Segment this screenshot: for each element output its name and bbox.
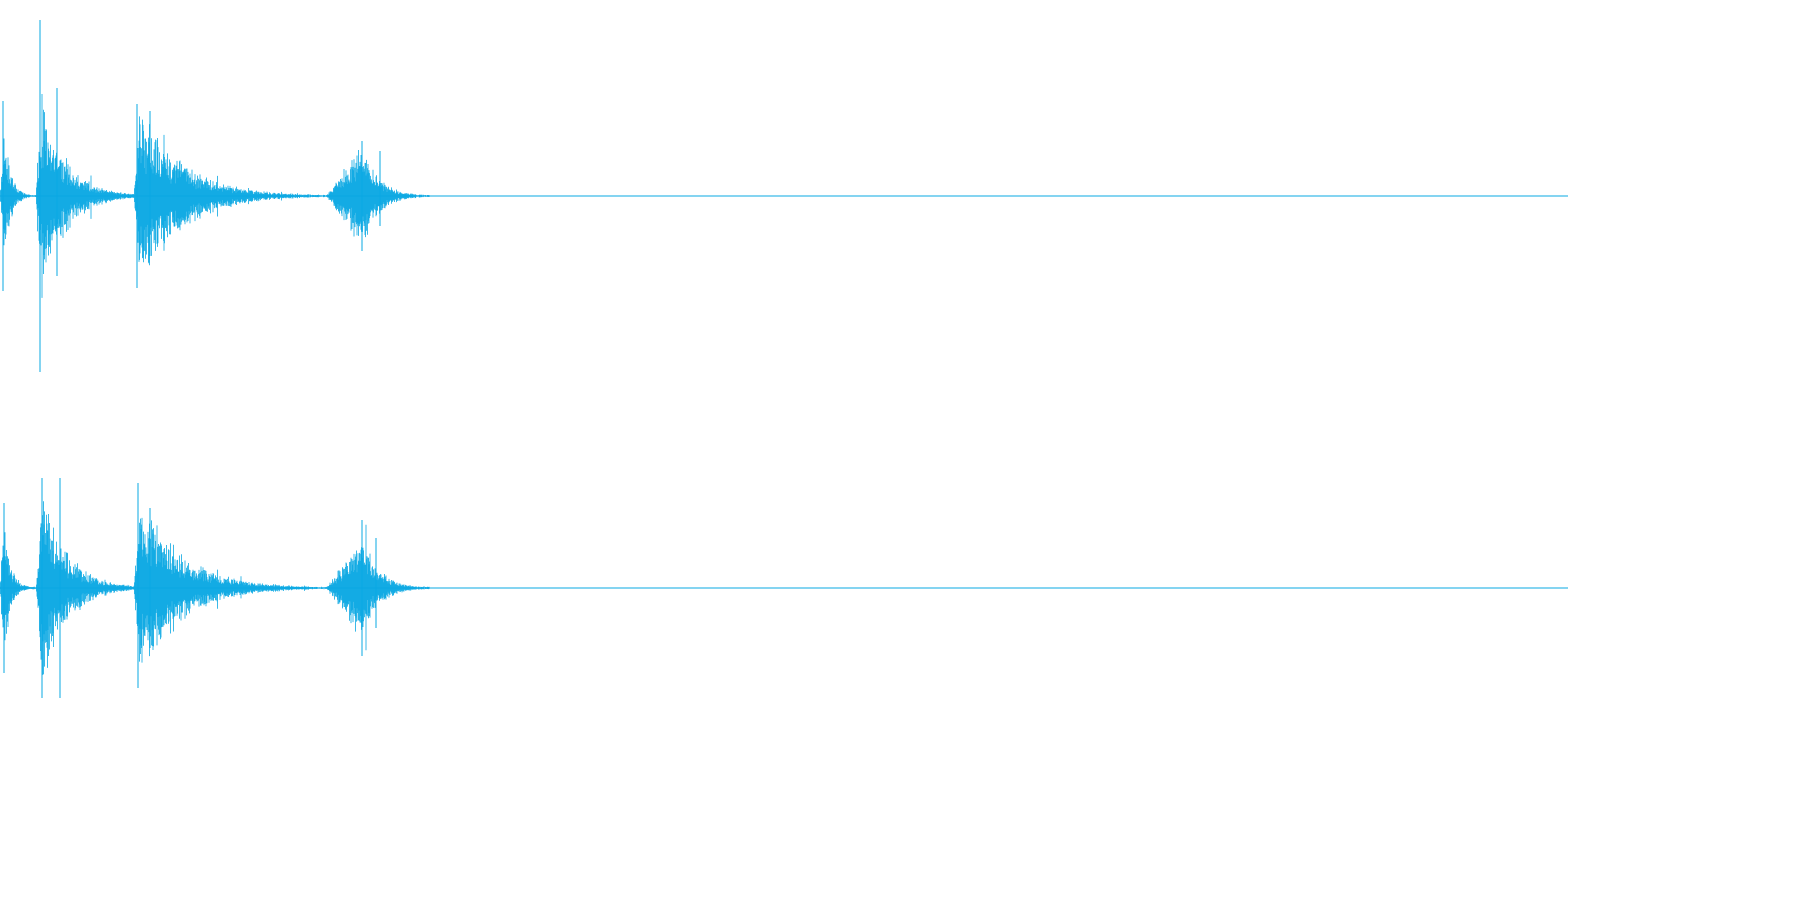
channel-1-waveform [0, 20, 1568, 372]
waveform-canvas [0, 20, 1568, 698]
channel-2-waveform [0, 478, 1568, 698]
waveform-view [0, 20, 1568, 698]
